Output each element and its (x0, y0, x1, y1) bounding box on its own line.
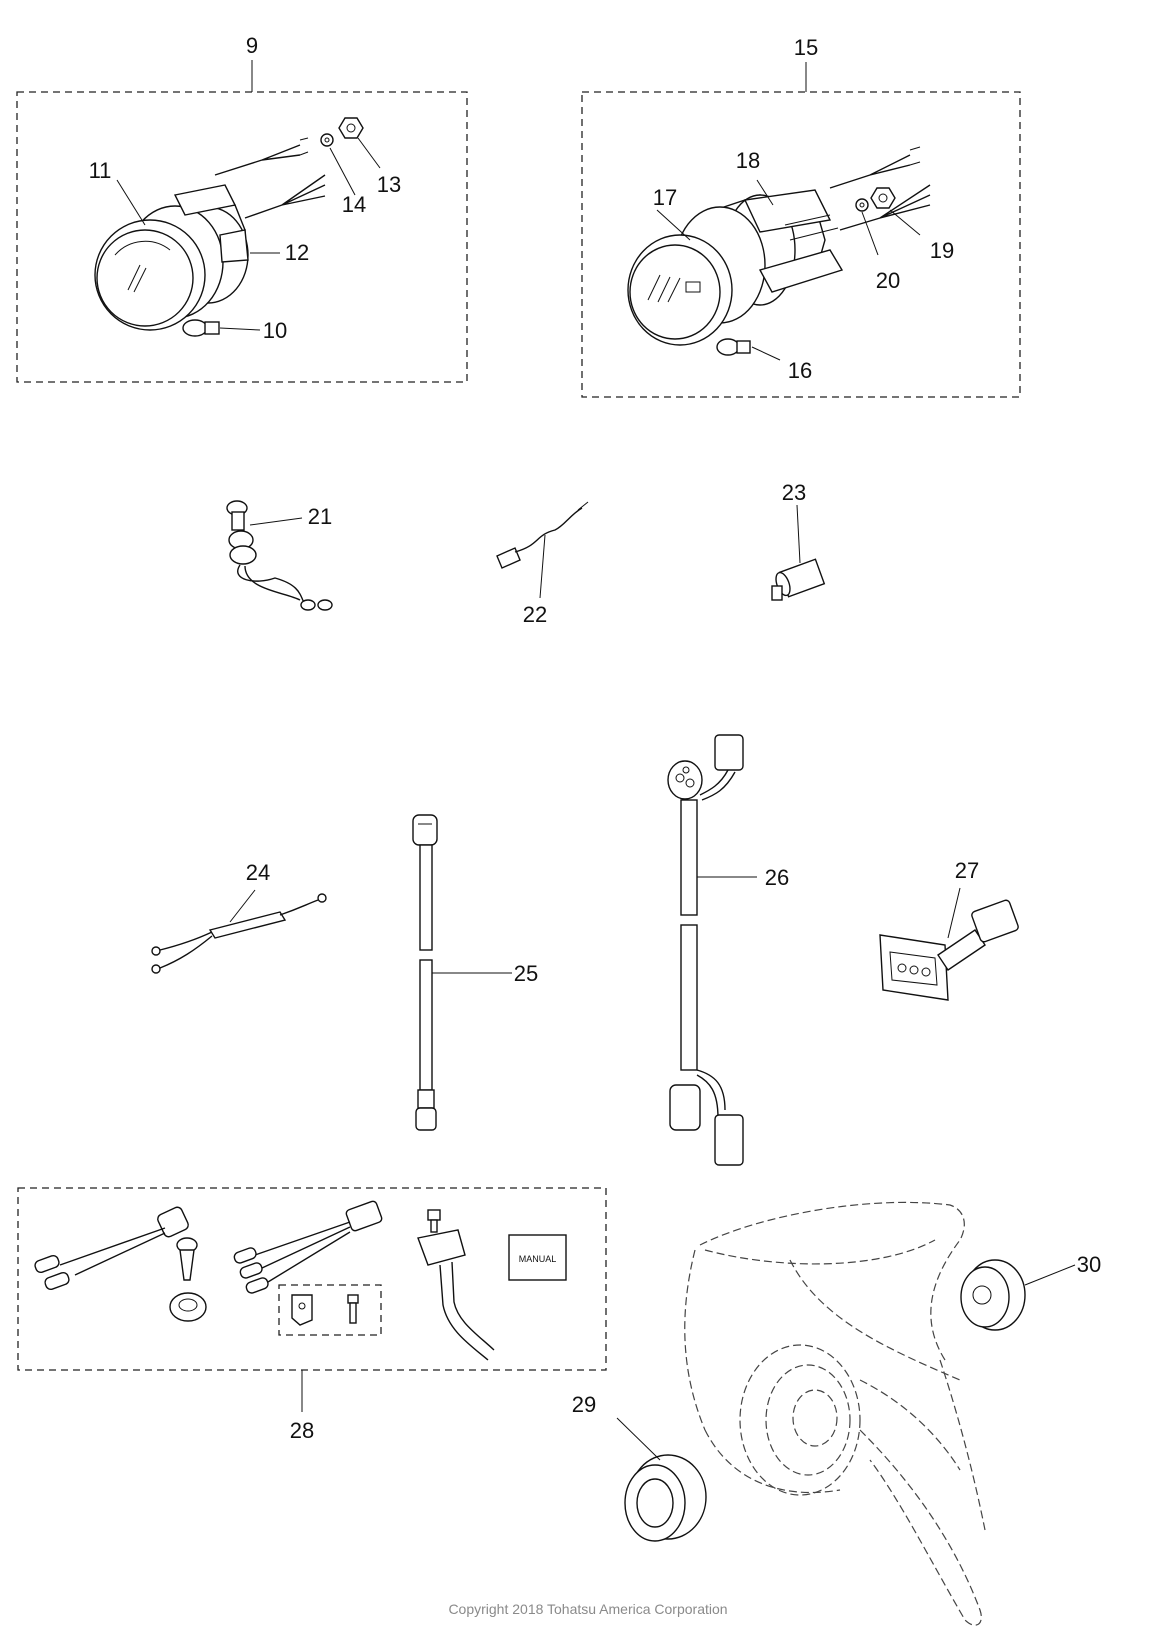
callout-21: 21 (308, 504, 332, 529)
callout-14: 14 (342, 192, 366, 217)
callout-16: 16 (788, 358, 812, 383)
part-22-wire-lead: 22 (496, 501, 589, 627)
group-9-boundary (16, 91, 468, 383)
part-14-washer (320, 133, 334, 147)
part-30-spacer: 30 (960, 1252, 1101, 1331)
group-15-gauge-kit: 15 (581, 35, 1021, 398)
callout-24: 24 (246, 860, 270, 885)
group-28-install-kit: 28 MANUAL (17, 1187, 607, 1443)
callout-15: 15 (794, 35, 818, 60)
callout-29: 29 (572, 1392, 596, 1417)
callout-11: 11 (89, 158, 112, 183)
manual-booklet (508, 1234, 567, 1281)
part-19-nut (870, 187, 896, 209)
copyright-notice: Copyright 2018 Tohatsu America Corporati… (448, 1601, 727, 1617)
part-9-wires (214, 137, 326, 219)
callout-25: 25 (514, 961, 538, 986)
callout-28: 28 (290, 1418, 314, 1443)
part-13-nut (338, 117, 364, 139)
part-11-gauge (94, 204, 249, 331)
part-24-fuse-lead: 24 (151, 860, 327, 974)
callout-20: 20 (876, 268, 900, 293)
propeller-outline (684, 1201, 986, 1626)
callout-18: 18 (736, 148, 760, 173)
part-20-washer (855, 198, 869, 212)
group-9-gauge-kit: 9 (16, 33, 468, 383)
part-23-fitting: 23 (771, 480, 826, 601)
part-18-bracket (743, 189, 844, 293)
group-15-boundary (581, 91, 1021, 398)
part-10-bulb (182, 319, 220, 337)
callout-19: 19 (930, 238, 954, 263)
part-12-bracket (173, 184, 249, 263)
callout-30: 30 (1077, 1252, 1101, 1277)
callout-22: 22 (523, 602, 547, 627)
part-15-wires (829, 146, 931, 231)
manual-label: MANUAL (519, 1254, 557, 1264)
part-16-bulb (716, 338, 751, 356)
part-26-harness: 26 (667, 734, 789, 1166)
part-29-thrust-washer: 29 (572, 1392, 707, 1542)
callout-13: 13 (377, 172, 401, 197)
callout-10: 10 (263, 318, 287, 343)
callout-17: 17 (653, 185, 677, 210)
callout-12: 12 (285, 240, 309, 265)
group-28-boundary (17, 1187, 607, 1371)
part-21-switch: 21 (226, 500, 333, 611)
part-27-panel-connector: 27 (879, 858, 1019, 1001)
callout-23: 23 (782, 480, 806, 505)
part-25-harness: 25 (412, 814, 538, 1131)
callout-9: 9 (246, 33, 258, 58)
callout-26: 26 (765, 865, 789, 890)
callout-27: 27 (955, 858, 979, 883)
